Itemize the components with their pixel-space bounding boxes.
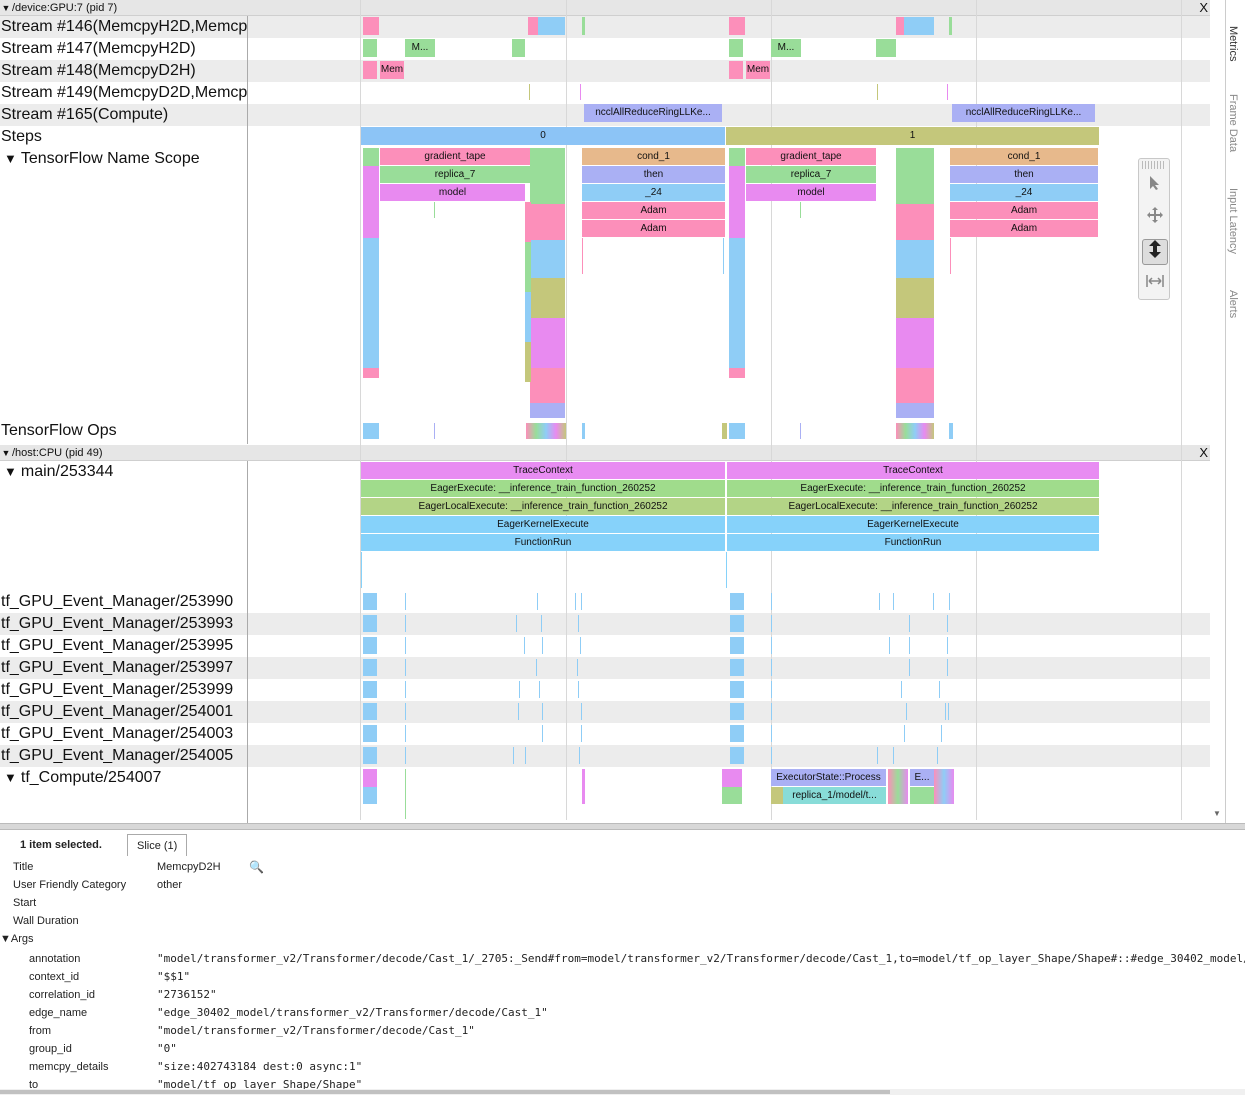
search-icon[interactable]: 🔍 [249, 860, 264, 874]
sidebar-tab-metrics[interactable]: Metrics [1227, 26, 1239, 61]
gpu-process-title: /device:GPU:7 (pid 7) [12, 2, 117, 14]
track-row: Stream #148(MemcpyD2H) [0, 60, 1210, 82]
track-row: tf_GPU_Event_Manager/253990 [0, 591, 1210, 613]
expand-triangle-icon[interactable]: ▼ [1, 770, 21, 785]
track-label[interactable]: ▼main/253344 [0, 461, 248, 591]
mouse-mode-toolbar[interactable] [1138, 158, 1170, 300]
arg-value: "edge_30402_model/transformer_v2/Transfo… [157, 1006, 548, 1019]
tab-slice[interactable]: Slice (1) [127, 834, 187, 856]
track-label[interactable]: ▼tf_Compute/254007 [0, 767, 248, 823]
track-label-text: TensorFlow Name Scope [21, 150, 200, 167]
track-row: tf_GPU_Event_Manager/254005 [0, 745, 1210, 767]
track-row: Stream #149(MemcpyD2D,Memcpy [0, 82, 1210, 104]
track-label[interactable]: tf_GPU_Event_Manager/253997 [0, 657, 248, 679]
cpu-process-title: /host:CPU (pid 49) [12, 447, 102, 459]
track-row: tf_GPU_Event_Manager/253997 [0, 657, 1210, 679]
track-label[interactable]: Stream #165(Compute) [0, 104, 248, 126]
title-value: MemcpyD2H [157, 861, 221, 873]
track-row: tf_GPU_Event_Manager/253999 [0, 679, 1210, 701]
prop-label: Start [13, 897, 36, 909]
vertical-scrollbar[interactable]: ▼ [1210, 0, 1225, 820]
scrollbar-thumb[interactable] [0, 1090, 890, 1094]
track-row: TensorFlow Ops [0, 420, 1210, 444]
arg-value: "0" [157, 1042, 177, 1055]
track-row: tf_GPU_Event_Manager/254001 [0, 701, 1210, 723]
expand-triangle-icon: ▼ [0, 933, 11, 945]
track-row: tf_GPU_Event_Manager/253993 [0, 613, 1210, 635]
track-label[interactable]: tf_GPU_Event_Manager/253995 [0, 635, 248, 657]
arg-key: group_id [29, 1043, 72, 1055]
track-label[interactable]: Steps [0, 126, 248, 148]
scroll-down-arrow-icon[interactable]: ▼ [1213, 809, 1221, 818]
track-row: Stream #147(MemcpyH2D) [0, 38, 1210, 60]
track-label[interactable]: tf_GPU_Event_Manager/254003 [0, 723, 248, 745]
args-label: Args [11, 933, 34, 945]
track-row: ▼tf_Compute/254007 [0, 767, 1210, 823]
sidebar-tab-frame-data[interactable]: Frame Data [1227, 94, 1239, 152]
zoom-tool-icon[interactable] [1142, 239, 1168, 265]
track-label[interactable]: tf_GPU_Event_Manager/253993 [0, 613, 248, 635]
selection-tool-icon[interactable] [1142, 174, 1168, 200]
track-label-text: main/253344 [21, 463, 114, 480]
arg-key: correlation_id [29, 989, 95, 1001]
arg-key: memcpy_details [29, 1061, 108, 1073]
track-row: ▼TensorFlow Name Scope [0, 148, 1210, 420]
arg-value: "size:402743184 dest:0 async:1" [157, 1060, 362, 1073]
track-label[interactable]: Stream #149(MemcpyD2D,Memcpy [0, 82, 248, 104]
prop-label: User Friendly Category [13, 879, 126, 891]
expand-triangle-icon[interactable]: ▼ [1, 151, 21, 166]
arg-key: edge_name [29, 1007, 87, 1019]
args-toggle[interactable]: ▼Args [0, 933, 34, 945]
arg-value: "model/transformer_v2/Transformer/decode… [157, 1024, 475, 1037]
sidebar-tab-alerts[interactable]: Alerts [1227, 290, 1239, 318]
right-sidebar: Metrics Frame Data Input Latency Alerts [1225, 0, 1245, 828]
track-label[interactable]: Stream #146(MemcpyH2D,Memcpy [0, 16, 248, 38]
track-label[interactable]: tf_GPU_Event_Manager/253990 [0, 591, 248, 613]
track-label[interactable]: TensorFlow Ops [0, 420, 248, 444]
track-label[interactable]: ▼TensorFlow Name Scope [0, 148, 248, 420]
timing-tool-icon[interactable] [1142, 271, 1168, 297]
track-label[interactable]: tf_GPU_Event_Manager/254001 [0, 701, 248, 723]
track-label-text: tf_Compute/254007 [21, 769, 162, 786]
arg-value: "2736152" [157, 988, 217, 1001]
arg-value: "$$1" [157, 970, 190, 983]
arg-key: from [29, 1025, 51, 1037]
track-row: ▼main/253344 [0, 461, 1210, 591]
panel-resize-handle[interactable] [0, 823, 1245, 830]
arg-value: "model/transformer_v2/Transformer/decode… [157, 952, 1245, 965]
category-value: other [157, 879, 182, 891]
horizontal-scrollbar[interactable] [0, 1089, 1245, 1095]
collapse-triangle-icon[interactable]: ▼ [0, 445, 12, 461]
prop-label: Title [13, 861, 33, 873]
track-label[interactable]: tf_GPU_Event_Manager/254005 [0, 745, 248, 767]
toolbar-drag-handle[interactable] [1142, 161, 1166, 169]
selection-summary: 1 item selected. [20, 839, 102, 851]
track-row: tf_GPU_Event_Manager/254003 [0, 723, 1210, 745]
track-row: Stream #165(Compute) [0, 104, 1210, 126]
close-cpu-process-button[interactable]: X [1199, 445, 1208, 460]
track-label[interactable]: Stream #147(MemcpyH2D) [0, 38, 248, 60]
pan-tool-icon[interactable] [1142, 206, 1168, 232]
close-gpu-process-button[interactable]: X [1199, 0, 1208, 15]
track-row: tf_GPU_Event_Manager/253995 [0, 635, 1210, 657]
arg-key: context_id [29, 971, 79, 983]
collapse-triangle-icon[interactable]: ▼ [0, 0, 12, 16]
expand-triangle-icon[interactable]: ▼ [1, 464, 21, 479]
analysis-panel: 1 item selected. Slice (1) Title MemcpyD… [0, 830, 1245, 1095]
cpu-process-header[interactable]: ▼/host:CPU (pid 49) X [0, 445, 1210, 461]
track-label[interactable]: tf_GPU_Event_Manager/253999 [0, 679, 248, 701]
sidebar-tab-input-latency[interactable]: Input Latency [1227, 188, 1239, 254]
prop-label: Wall Duration [13, 915, 79, 927]
track-label[interactable]: Stream #148(MemcpyD2H) [0, 60, 248, 82]
arg-key: annotation [29, 953, 80, 965]
track-row: Stream #146(MemcpyH2D,Memcpy [0, 16, 1210, 38]
track-row: Steps [0, 126, 1210, 148]
gpu-process-header[interactable]: ▼/device:GPU:7 (pid 7) X [0, 0, 1210, 16]
